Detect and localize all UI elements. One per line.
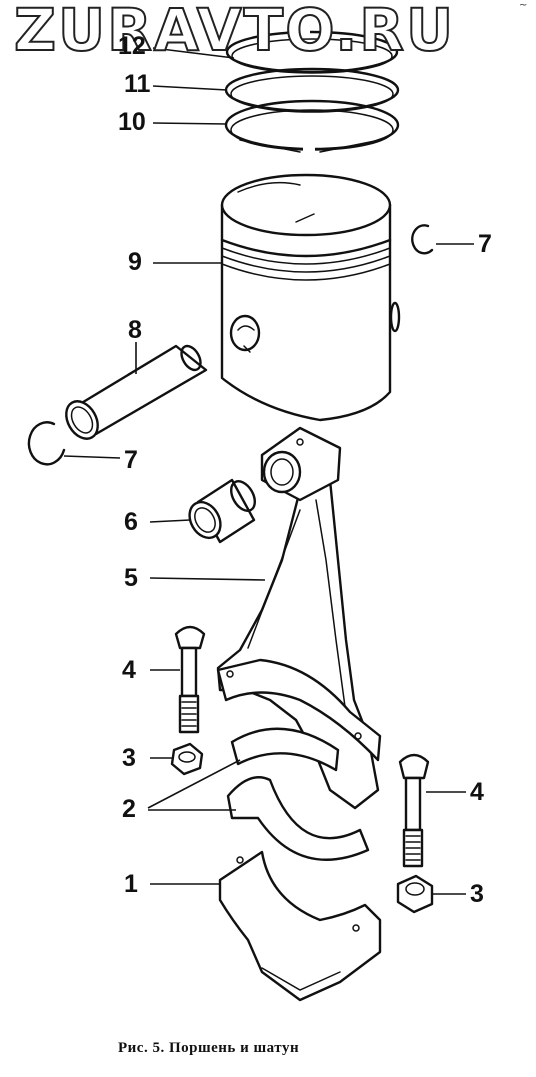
connecting-rod — [216, 426, 382, 810]
piston-ring-10 — [224, 99, 400, 156]
leader-lines — [63, 47, 474, 895]
callout-7-right: 7 — [478, 230, 492, 258]
callout-5: 5 — [124, 564, 138, 592]
callout-4-right: 4 — [470, 778, 484, 806]
bolt-left — [174, 625, 206, 734]
callout-12: 12 — [118, 32, 146, 60]
callout-10: 10 — [118, 108, 146, 136]
nut-right — [396, 874, 434, 914]
circlip-right — [411, 224, 434, 255]
callout-11: 11 — [124, 70, 151, 98]
callout-8: 8 — [128, 316, 142, 344]
callout-7-left: 7 — [124, 446, 138, 474]
rod-cap — [218, 850, 382, 1002]
piston-ring-11 — [224, 67, 400, 113]
bolt-right — [398, 753, 430, 868]
callout-1: 1 — [124, 870, 138, 898]
piston-ring-12 — [225, 28, 399, 74]
nut-left — [170, 742, 204, 776]
figure-caption: Рис. 5. Поршень и шатун — [118, 1040, 300, 1056]
callout-2: 2 — [122, 795, 136, 823]
piston-pin — [65, 344, 208, 440]
corner-mark: ~ — [519, 0, 528, 11]
circlip-left — [27, 421, 66, 466]
callout-6: 6 — [124, 508, 138, 536]
piston — [220, 173, 401, 422]
bearing-shell-lower — [226, 776, 370, 861]
callout-3-right: 3 — [470, 880, 484, 908]
callout-4-left: 4 — [122, 656, 136, 684]
bearing-shell-upper — [230, 727, 340, 772]
callout-3-left: 3 — [122, 744, 136, 772]
callout-9: 9 — [128, 248, 142, 276]
bushing — [188, 478, 256, 544]
watermark: ZURAVTO.RU — [13, 0, 456, 65]
